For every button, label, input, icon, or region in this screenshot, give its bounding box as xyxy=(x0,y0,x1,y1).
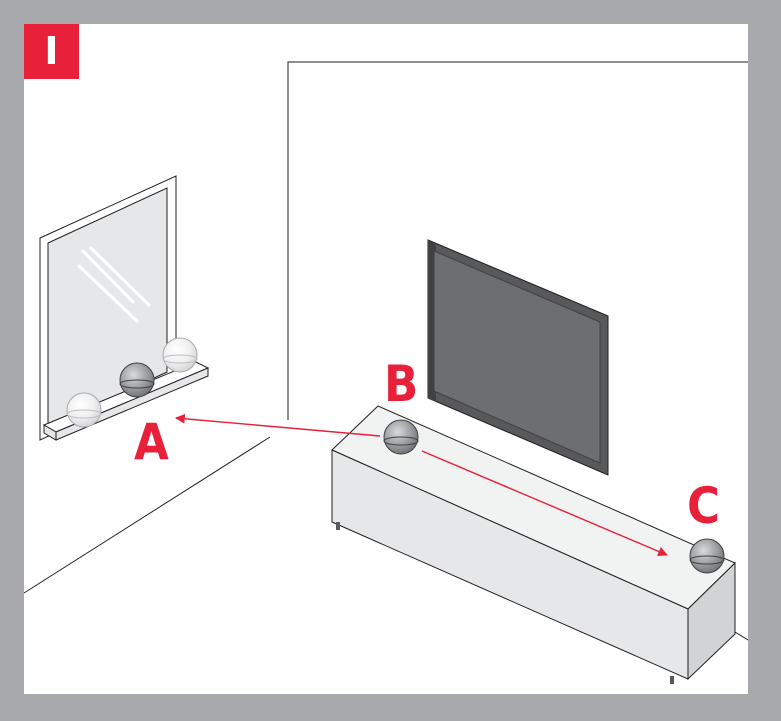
mirror-icon xyxy=(39,175,210,441)
sphere-speaker-icon xyxy=(162,337,198,373)
arrow-b-to-c xyxy=(421,450,668,557)
mirror-reflection-1 xyxy=(80,248,136,305)
tv-cabinet xyxy=(331,405,736,684)
cabinet-leg-right xyxy=(670,676,674,684)
step-label: I xyxy=(44,29,59,73)
room-walls xyxy=(23,61,749,641)
floor-edge-right xyxy=(734,631,749,641)
cabinet-leg-left xyxy=(336,522,340,530)
callout-b: B xyxy=(384,355,418,413)
mirror-reflection-2 xyxy=(88,245,152,308)
step-badge: I xyxy=(24,24,79,79)
sphere-speaker-icon xyxy=(383,419,419,455)
arrow-b-to-a xyxy=(175,413,381,437)
shelf-speaker-front-band xyxy=(66,409,102,419)
cabinet-side xyxy=(687,561,736,681)
speaker-c-band xyxy=(689,555,725,565)
shelf-speaker-back-band xyxy=(162,354,198,364)
callout-a: A xyxy=(134,413,169,471)
sphere-speaker-icon xyxy=(66,392,102,428)
floor-line xyxy=(23,436,271,594)
mirror-reflection-3 xyxy=(76,263,140,324)
callout-c: C xyxy=(687,477,720,535)
shelf-speaker-middle-band xyxy=(119,379,155,389)
sphere-speaker-icon xyxy=(119,362,155,398)
tv-screen xyxy=(433,250,601,464)
sphere-speaker-icon xyxy=(689,538,725,574)
tv-icon xyxy=(427,239,609,476)
speaker-b-band xyxy=(383,436,419,446)
back-wall-outline xyxy=(287,61,748,420)
